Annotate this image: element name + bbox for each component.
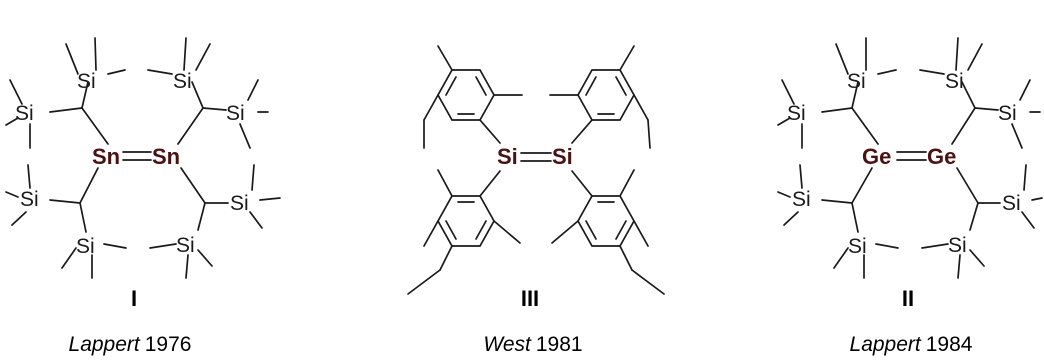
silicon-atom: Si [787, 102, 806, 125]
core-atom-right: Si [552, 144, 573, 169]
silicon-atom: Si [77, 70, 96, 93]
silicon-atom: Si [20, 188, 39, 211]
silicon-atom: Si [230, 192, 249, 215]
bonds-digermene [777, 37, 1043, 279]
bonds-disilene [407, 45, 665, 295]
core-atom-left: Sn [92, 144, 120, 169]
silicon-atom: Si [1002, 192, 1021, 215]
compound-number: III [521, 286, 539, 311]
core-atom-left: Ge [862, 144, 891, 169]
structure-digermene: Si Si Si Si Si Si Si Si Ge Ge II Lappert… [777, 37, 1043, 356]
silicon-atom: Si [847, 70, 866, 93]
silicon-atom: Si [15, 102, 34, 125]
compound-number: II [902, 286, 914, 311]
silicon-atom: Si [948, 234, 967, 257]
silicon-atom: Si [945, 70, 964, 93]
silicon-atom: Si [173, 70, 192, 93]
core-atom-right: Ge [927, 144, 956, 169]
silicon-atom: Si [176, 234, 195, 257]
core-atom-right: Sn [152, 144, 180, 169]
bonds-distannene [5, 37, 281, 279]
silicon-atom: Si [848, 235, 867, 258]
silicon-atom: Si [792, 188, 811, 211]
silicon-atom: Si [998, 102, 1017, 125]
silicon-atom: Si [76, 235, 95, 258]
core-atom-left: Si [497, 144, 518, 169]
compound-number: I [131, 286, 137, 311]
silicon-atom: Si [226, 102, 245, 125]
